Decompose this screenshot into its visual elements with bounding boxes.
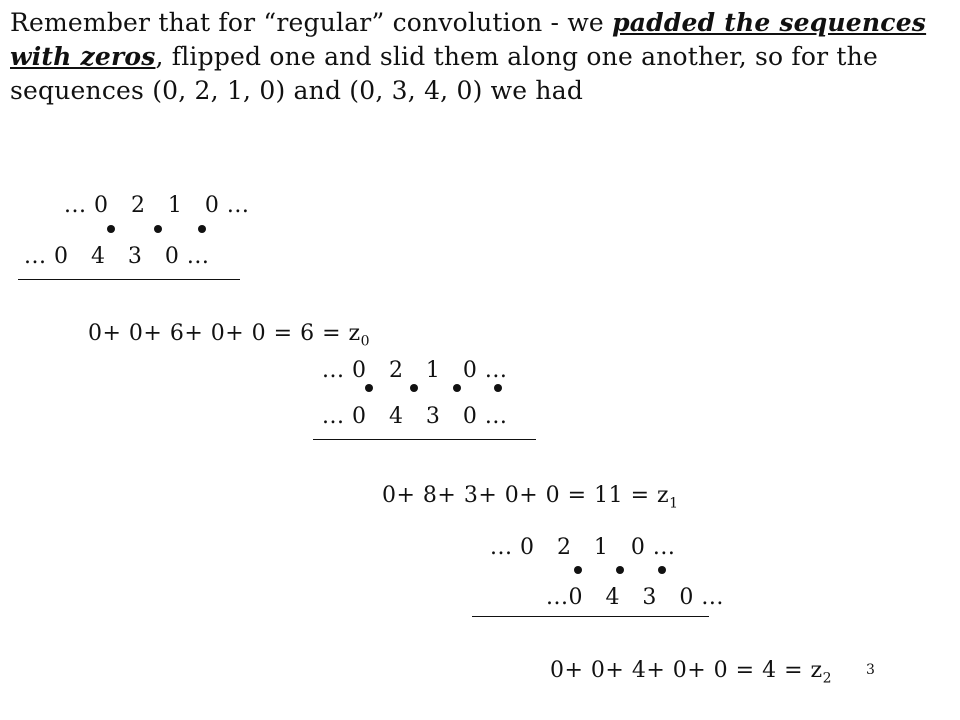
- step2-sum-text: 0+ 0+ 4+ 0+ 0 = 4 = z: [549, 658, 823, 683]
- intro-text-start: Remember that for “regular” convolution …: [10, 8, 613, 37]
- step0-alignment-dot: [107, 225, 115, 233]
- intro-paragraph: Remember that for “regular” convolution …: [10, 6, 945, 108]
- step1-subscript: 1: [669, 495, 679, 512]
- step0-bottom-sequence: ... 0 4 3 0 ...: [24, 244, 210, 269]
- step1-alignment-dot: [494, 384, 502, 392]
- step2-divider: [472, 616, 709, 617]
- step1-sum: 0+ 8+ 3+ 0+ 0 = 11 = z1: [352, 458, 679, 536]
- slide-number: 3: [866, 662, 875, 678]
- step1-bottom-sequence: ... 0 4 3 0 ...: [322, 404, 508, 429]
- step0-subscript: 0: [360, 333, 371, 350]
- step1-top-sequence: ... 0 2 1 0 ...: [322, 358, 508, 383]
- step1-alignment-dot: [453, 384, 461, 392]
- intro-emphasis: padded the sequences with zeros: [10, 8, 927, 71]
- step0-sum-text: 0+ 0+ 6+ 0+ 0 = 6 = z: [87, 321, 361, 346]
- step1-divider: [313, 439, 536, 440]
- step0-divider: [18, 279, 240, 280]
- step0-alignment-dot: [154, 225, 162, 233]
- step2-alignment-dot: [574, 566, 582, 574]
- step2-alignment-dot: [658, 566, 666, 574]
- step2-sum: 0+ 0+ 4+ 0+ 0 = 4 = z2: [520, 633, 832, 711]
- step1-sum-text: 0+ 8+ 3+ 0+ 0 = 11 = z: [381, 483, 670, 508]
- step0-sum: 0+ 0+ 6+ 0+ 0 = 6 = z0: [58, 296, 370, 374]
- step0-alignment-dot: [198, 225, 206, 233]
- step2-bottom-sequence: ...0 4 3 0 ...: [546, 585, 724, 610]
- intro-text-end: , flipped one and slid them along one an…: [10, 42, 878, 105]
- step1-alignment-dot: [410, 384, 418, 392]
- step1-alignment-dot: [365, 384, 373, 392]
- step2-alignment-dot: [616, 566, 624, 574]
- step2-subscript: 2: [822, 670, 833, 687]
- step0-top-sequence: ... 0 2 1 0 ...: [64, 193, 250, 218]
- step2-top-sequence: ... 0 2 1 0 ...: [490, 535, 676, 560]
